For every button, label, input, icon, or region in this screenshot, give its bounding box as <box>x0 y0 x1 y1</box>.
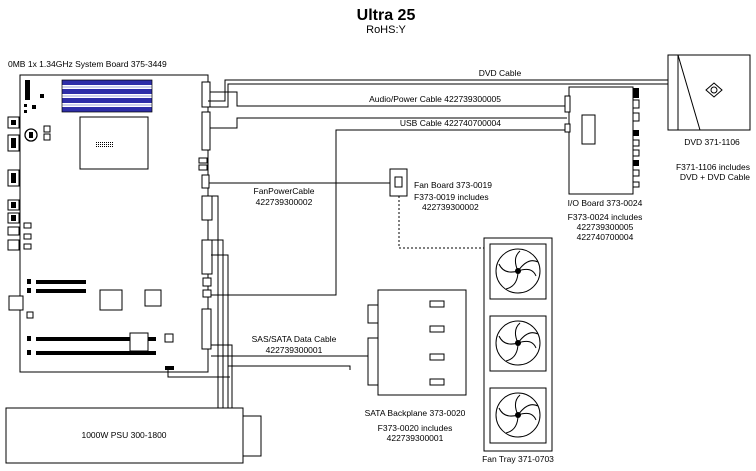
system-board-label: 0MB 1x 1.34GHz System Board 375-3449 <box>8 59 167 69</box>
sas-sata-cable-label: SAS/SATA Data Cable <box>252 334 337 344</box>
cpu-socket <box>79 116 149 170</box>
sata-backplane-fru-line2: 422739300001 <box>387 433 444 443</box>
fan-power-cable-part: 422739300002 <box>256 197 313 207</box>
dvd-drive: DVD 371-1106 F371-1106 includes DVD + DV… <box>667 54 751 182</box>
usb-cable-label: USB Cable 422740700004 <box>400 118 501 128</box>
psu: 1000W PSU 300-1800 <box>5 407 262 464</box>
dvd-fru-line2: DVD + DVD Cable <box>680 172 750 182</box>
io-board-fru-line2: 422739300005 <box>577 222 634 232</box>
fan-board: Fan Board 373-0019 F373-0019 includes 42… <box>389 168 492 212</box>
fan-1 <box>489 243 547 300</box>
sata-backplane: SATA Backplane 373-0020 F373-0020 includ… <box>365 289 467 443</box>
fan-2 <box>489 315 547 372</box>
audio-power-cable-label: Audio/Power Cable 422739300005 <box>369 94 501 104</box>
fan-board-label: Fan Board 373-0019 <box>414 180 492 190</box>
fan-tray-label: Fan Tray 371-0703 <box>482 454 554 464</box>
dvd-fru-line1: F371-1106 includes <box>676 162 750 172</box>
io-board-fru-line3: 422740700004 <box>577 232 634 242</box>
system-board: 0MB 1x 1.34GHz System Board 375-3449 <box>7 59 213 373</box>
fan-3 <box>489 387 547 444</box>
dvd-label: DVD 371-1106 <box>684 137 740 147</box>
fan-board-fru-line2: 422739300002 <box>422 202 479 212</box>
sas-sata-cable-part: 422739300001 <box>266 345 323 355</box>
pci-slots <box>27 279 156 355</box>
sata-backplane-label: SATA Backplane 373-0020 <box>365 408 466 418</box>
psu-label: 1000W PSU 300-1800 <box>81 430 166 440</box>
dvd-cable-label: DVD Cable <box>479 68 522 78</box>
dvd-connector <box>201 81 211 108</box>
dimm-slots <box>61 79 153 113</box>
fan-power-cable-label: FanPowerCable <box>254 186 315 196</box>
fan-tray: Fan Tray 371-0703 <box>482 237 554 464</box>
sata-backplane-fru-line1: F373-0020 includes <box>378 423 453 433</box>
diagram-subtitle: RoHS:Y <box>366 24 406 36</box>
diagram-title: Ultra 25 <box>357 7 416 24</box>
io-board-fru-line1: F373-0024 includes <box>568 212 643 222</box>
cable-lines <box>167 79 668 408</box>
io-board: I/O Board 373-0024 F373-0024 includes 42… <box>564 86 643 242</box>
io-board-label: I/O Board 373-0024 <box>568 198 643 208</box>
fan-board-fru-line1: F373-0019 includes <box>414 192 489 202</box>
